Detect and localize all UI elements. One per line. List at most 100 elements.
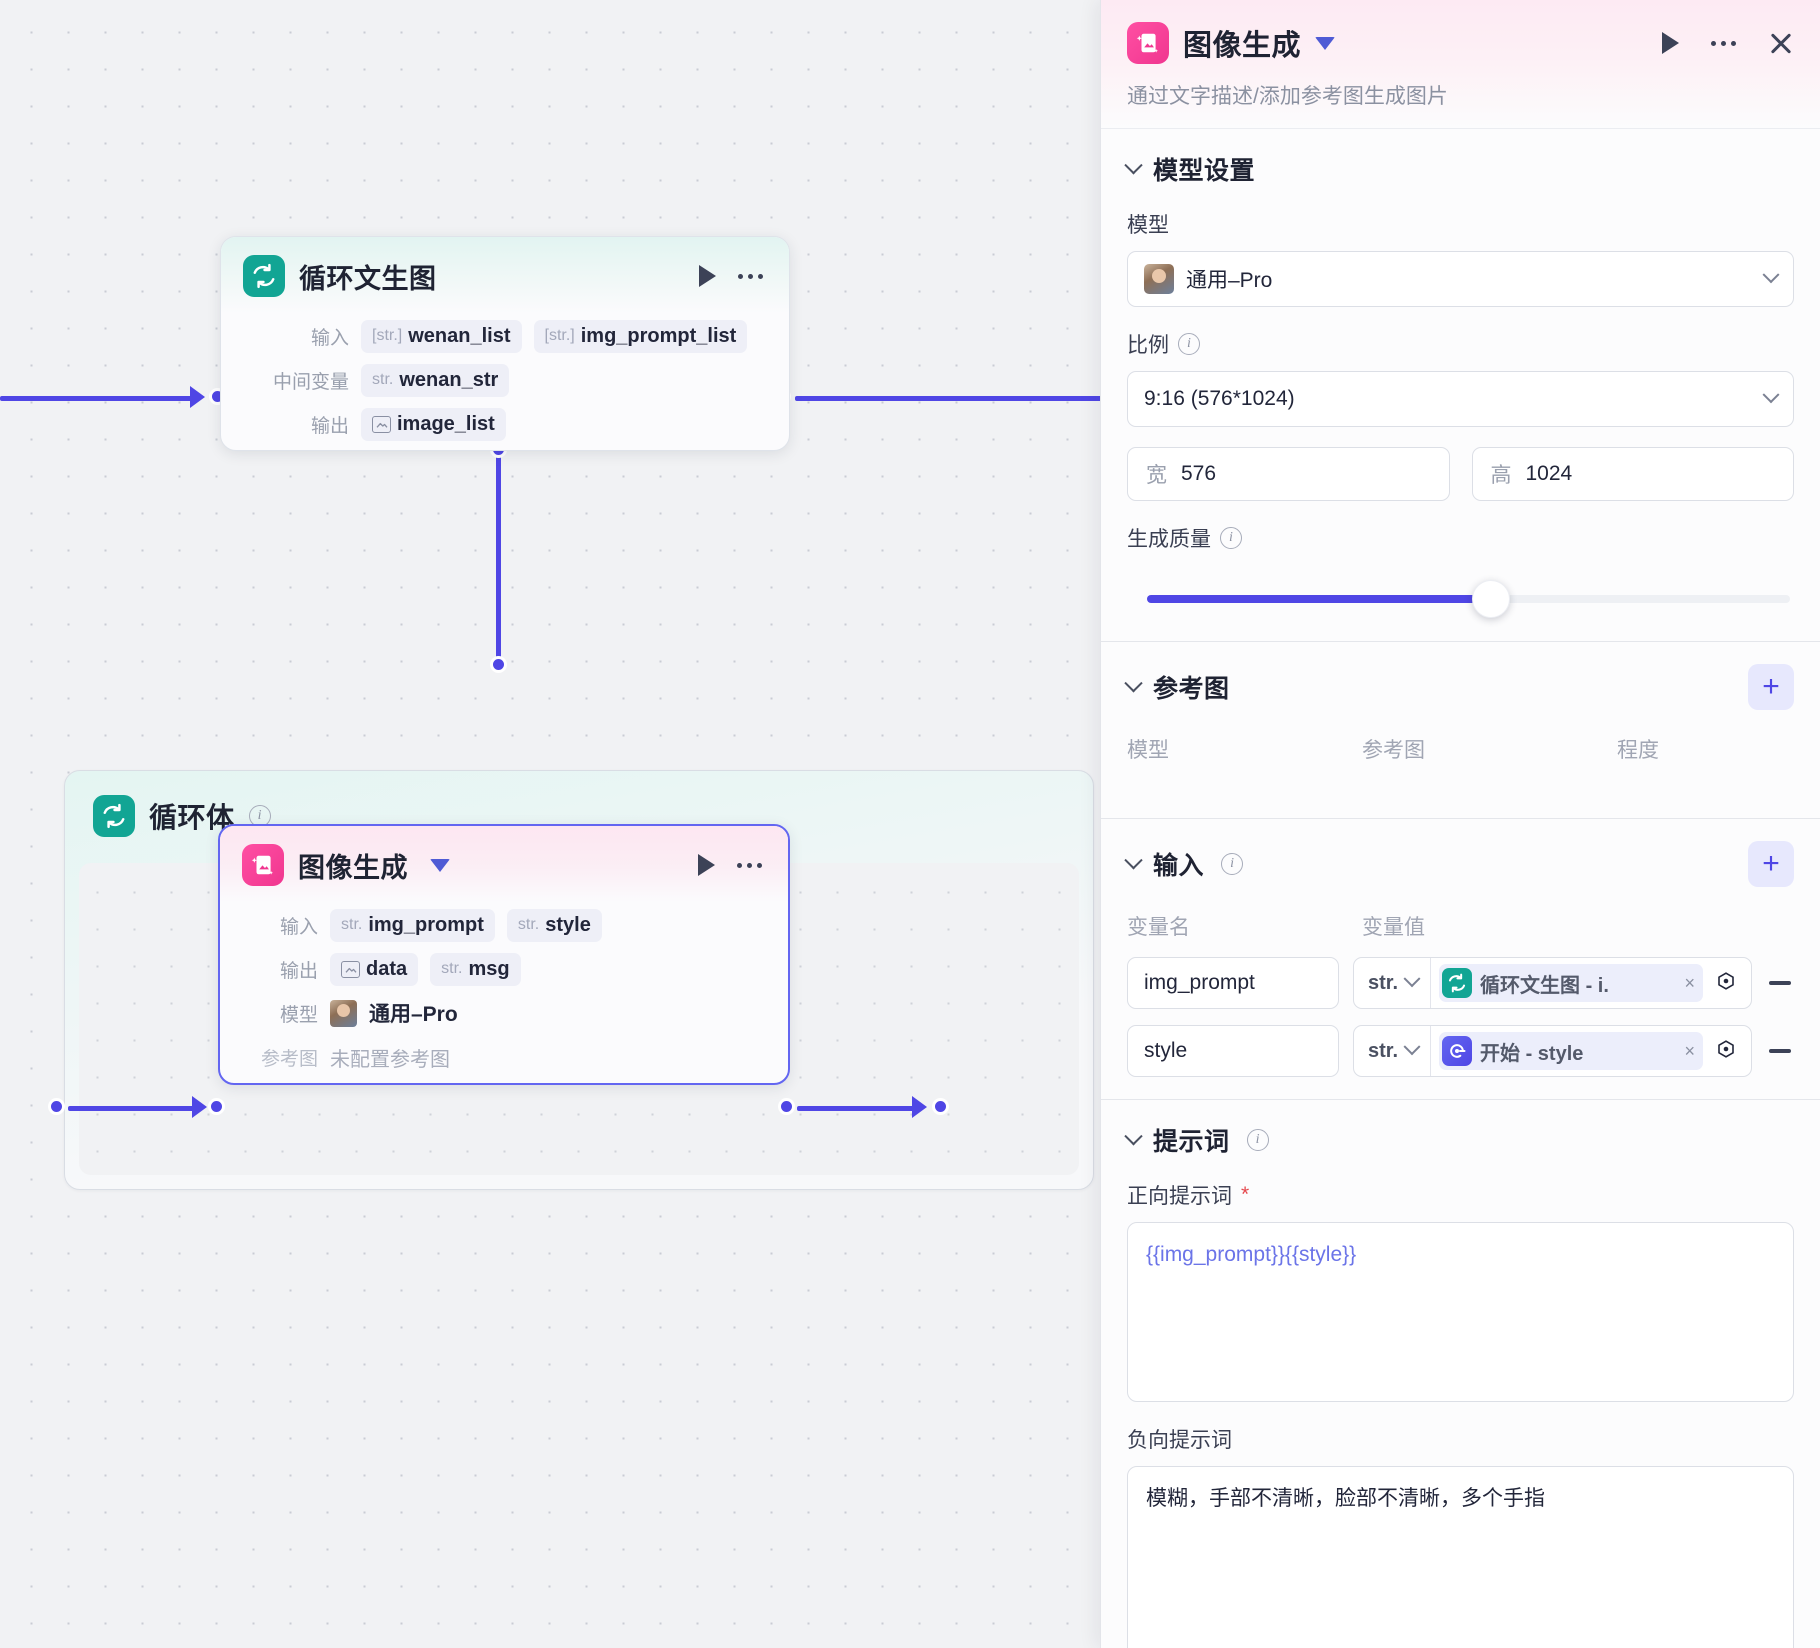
node-title: 循环文生图 — [299, 263, 437, 294]
chip-wenan-list[interactable]: [str.] wenan_list — [361, 319, 522, 353]
negative-prompt-textarea[interactable]: 模糊，手部不清晰，脸部不清晰，多个手指 — [1127, 1466, 1794, 1648]
row-label: 输出 — [279, 960, 318, 982]
input-columns: 变量名 变量值 — [1127, 911, 1794, 941]
ratio-select[interactable]: 9:16 (576*1024) — [1127, 371, 1794, 427]
variable-source-text: 循环文生图 - i. — [1480, 974, 1609, 997]
run-icon[interactable] — [699, 265, 716, 287]
add-input-button[interactable]: + — [1748, 841, 1794, 887]
more-icon[interactable] — [737, 862, 762, 868]
image-icon — [372, 415, 391, 433]
remove-input-button[interactable] — [1766, 981, 1794, 985]
port-loopbody-left[interactable] — [48, 1098, 65, 1115]
loop-icon — [243, 255, 285, 297]
info-icon[interactable]: i — [1178, 333, 1200, 355]
chevron-down-icon — [1403, 1038, 1421, 1056]
variable-type-select[interactable]: str. — [1354, 1026, 1432, 1076]
clear-icon[interactable]: × — [1684, 972, 1695, 993]
chevron-down-icon[interactable] — [1124, 155, 1143, 174]
port-imggen-right[interactable] — [778, 1098, 795, 1115]
model-select[interactable]: 通用–Pro — [1127, 251, 1794, 307]
edge-arrow-incoming-top — [190, 386, 205, 408]
reference-icon[interactable] — [1711, 1036, 1741, 1066]
variable-source-chip[interactable]: 开始 - style × — [1439, 1032, 1703, 1070]
chevron-down-icon[interactable] — [1124, 1126, 1143, 1145]
chip-data[interactable]: data — [330, 952, 419, 986]
width-input[interactable]: 宽 576 — [1127, 447, 1450, 501]
add-reference-button[interactable]: + — [1748, 664, 1794, 710]
variable-value-field[interactable]: str. 循环文生图 - i. × — [1353, 957, 1752, 1009]
chip-msg[interactable]: str. msg — [430, 952, 521, 986]
chip-name: wenan_list — [408, 324, 511, 347]
row-label: 参考图 — [260, 1048, 318, 1070]
info-icon[interactable]: i — [1221, 853, 1244, 875]
edge-outgoing-top — [795, 396, 1100, 401]
chip-img-prompt[interactable]: str. img_prompt — [330, 908, 495, 942]
port-loopbody-top[interactable] — [490, 656, 507, 673]
model-avatar — [330, 999, 357, 1027]
chip-img-prompt-list[interactable]: [str.] img_prompt_list — [533, 319, 748, 353]
chip-name: img_prompt_list — [580, 324, 737, 347]
slider-thumb[interactable] — [1472, 580, 1510, 618]
node-rows: 输入 str. img_prompt str. style 输出 — [220, 898, 788, 1083]
chevron-down-icon[interactable] — [1124, 673, 1143, 692]
chip-wenan-str[interactable]: str. wenan_str — [361, 363, 510, 397]
more-icon[interactable] — [1711, 40, 1736, 46]
info-icon[interactable]: i — [1220, 527, 1242, 549]
variable-source-chip[interactable]: 循环文生图 - i. × — [1439, 964, 1703, 1002]
variable-type-select[interactable]: str. — [1354, 958, 1432, 1008]
loop-icon — [93, 795, 135, 837]
run-icon[interactable] — [698, 854, 715, 876]
node-title: 图像生成 — [298, 852, 408, 883]
panel-subtitle: 通过文字描述/添加参考图生成图片 — [1127, 85, 1448, 108]
more-icon[interactable] — [738, 273, 763, 279]
section-title: 输入 — [1153, 852, 1205, 880]
dimension-row: 宽 576 高 1024 — [1127, 447, 1794, 501]
clear-icon[interactable]: × — [1684, 1040, 1695, 1061]
chip-name: style — [545, 913, 591, 936]
panel-header: 图像生成 通过文字描述/添加参考图生成图片 — [1101, 0, 1820, 129]
start-icon — [1442, 1036, 1473, 1066]
edge-incoming-bottom — [68, 1106, 198, 1111]
node-row-inputs: 输入 [str.] wenan_list [str.] img_prompt_l… — [241, 319, 769, 353]
info-icon[interactable]: i — [1246, 1129, 1269, 1151]
chevron-down-icon[interactable] — [1124, 850, 1143, 869]
variable-source-text: 开始 - style — [1480, 1042, 1584, 1065]
reference-empty-area — [1127, 764, 1794, 796]
section-reference-image: 参考图 + 模型 参考图 程度 — [1101, 642, 1820, 819]
chevron-down-icon[interactable] — [430, 858, 450, 872]
node-actions — [698, 854, 768, 876]
input-row: img_prompt str. — [1127, 957, 1794, 1009]
quality-slider[interactable] — [1127, 579, 1794, 619]
chip-style[interactable]: str. style — [506, 908, 602, 942]
workflow-canvas[interactable]: 循环体 i 循环文生图 — [0, 0, 1100, 1648]
variable-name-input[interactable]: img_prompt — [1127, 957, 1339, 1009]
reference-icon[interactable] — [1711, 968, 1741, 998]
node-loop-text-to-image[interactable]: 循环文生图 输入 [str.] wenan_list [str.] img_pr… — [220, 236, 790, 451]
ratio-label-row: 比例 i — [1127, 329, 1794, 359]
section-header[interactable]: 输入 i + — [1124, 841, 1794, 887]
close-icon[interactable] — [1768, 30, 1794, 56]
model-label: 模型 — [1127, 214, 1169, 237]
section-header[interactable]: 参考图 + — [1124, 664, 1794, 710]
node-image-generation[interactable]: 图像生成 输入 str. img_prompt str. style — [218, 824, 790, 1085]
chip-image-list[interactable]: image_list — [361, 407, 506, 441]
port-loopbody-right[interactable] — [932, 1098, 949, 1115]
port-imggen-left[interactable] — [208, 1098, 225, 1115]
chevron-down-icon[interactable] — [1315, 36, 1336, 50]
remove-input-button[interactable] — [1766, 1049, 1794, 1053]
panel-body[interactable]: 模型设置 模型 通用–Pro 比例 i 9:16 (576*1024) — [1101, 129, 1820, 1648]
section-header[interactable]: 模型设置 — [1124, 151, 1794, 187]
positive-prompt-textarea[interactable]: {{img_prompt}}{{style}} — [1127, 1222, 1794, 1402]
node-row-outputs: 输出 data str. msg — [240, 952, 768, 986]
section-header[interactable]: 提示词 i — [1124, 1122, 1794, 1158]
panel-header-top: 图像生成 — [1127, 22, 1794, 64]
height-label: 高 — [1490, 464, 1512, 487]
chevron-down-icon — [1403, 970, 1421, 988]
variable-name-input[interactable]: style — [1127, 1025, 1339, 1077]
run-icon[interactable] — [1662, 32, 1679, 54]
variable-value-field[interactable]: str. 开始 - style — [1353, 1025, 1752, 1077]
height-input[interactable]: 高 1024 — [1471, 447, 1794, 501]
chip-type: str. — [517, 916, 540, 933]
node-actions — [699, 265, 769, 287]
